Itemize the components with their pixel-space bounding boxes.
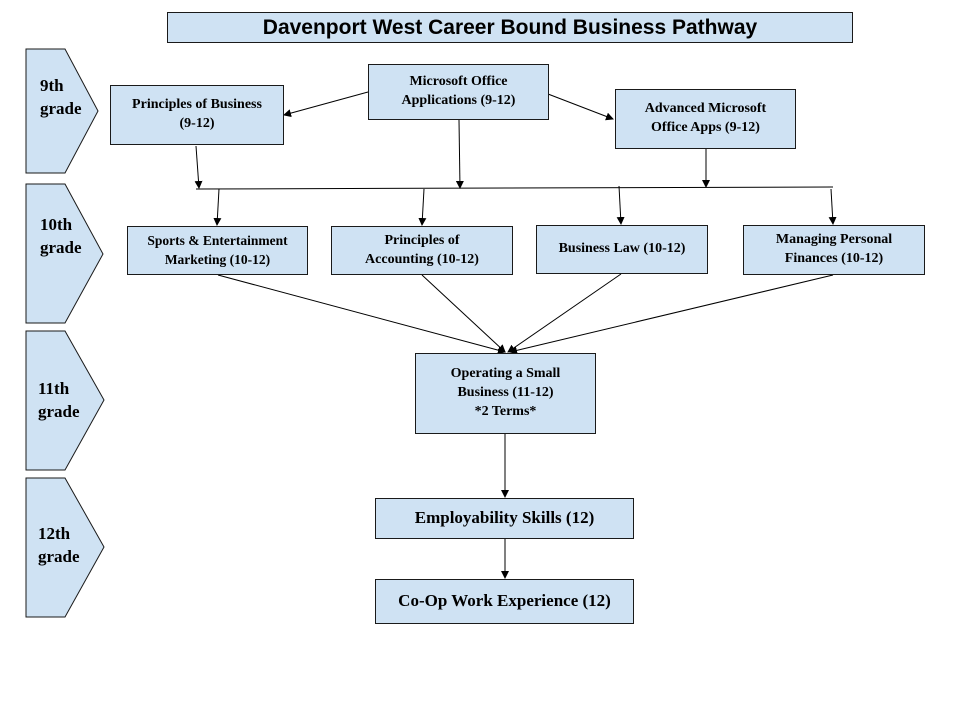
arrow-sports-marketing-to-small-business <box>217 274 506 355</box>
course-label: Sports & Entertainment Marketing (10-12) <box>147 233 288 267</box>
arrow-principles-accounting-to-small-business <box>421 274 506 353</box>
course-principles-of-accounting: Principles of Accounting (10-12) <box>331 226 513 275</box>
arrow-bus-to-business-law <box>616 185 625 225</box>
course-sports-entertainment-marketing: Sports & Entertainment Marketing (10-12) <box>127 226 308 275</box>
course-label: Advanced Microsoft Office Apps (9-12) <box>644 101 767 135</box>
grade-9-to-10-bus <box>195 186 834 190</box>
course-managing-personal-finances: Managing Personal Finances (10-12) <box>743 225 925 275</box>
course-microsoft-office-applications: Microsoft Office Applications (9-12) <box>368 64 549 120</box>
grade-12-label: 12th grade <box>38 524 80 566</box>
course-operating-a-small-business: Operating a Small Business (11-12) *2 Te… <box>415 353 596 434</box>
course-principles-of-business: Principles of Business (9-12) <box>110 85 284 145</box>
page-title-text: Davenport West Career Bound Business Pat… <box>262 15 758 39</box>
arrow-msoffice-to-bus <box>455 119 464 189</box>
grade-12-chevron <box>25 477 105 618</box>
course-label: Operating a Small Business (11-12) *2 Te… <box>450 366 561 419</box>
arrow-personal-finances-to-small-business <box>509 274 834 355</box>
course-label: Principles of Business (9-12) <box>132 97 262 131</box>
course-advanced-microsoft-office-apps: Advanced Microsoft Office Apps (9-12) <box>615 89 796 149</box>
course-label: Business Law (10-12) <box>558 241 686 257</box>
grade-9-label: 9th grade <box>40 76 82 118</box>
course-label: Managing Personal Finances (10-12) <box>775 232 893 266</box>
course-label: Employability Skills (12) <box>414 508 595 528</box>
course-label: Microsoft Office Applications (9-12) <box>401 74 516 108</box>
arrow-bus-to-principles-accounting <box>418 188 427 226</box>
course-label: Principles of Accounting (10-12) <box>365 232 479 267</box>
course-employability-skills: Employability Skills (12) <box>375 498 634 539</box>
arrow-bus-to-sports-marketing <box>213 188 222 226</box>
arrow-bus-to-personal-finances <box>828 188 837 225</box>
arrow-msoffice-to-advanced-msoffice <box>547 93 614 121</box>
course-business-law: Business Law (10-12) <box>536 225 708 274</box>
grade-11-chevron <box>25 330 105 471</box>
grade-11-label: 11th grade <box>38 379 80 421</box>
grade-9-chevron <box>25 48 99 174</box>
arrow-msoffice-to-principles-business <box>283 91 369 118</box>
arrow-business-law-to-small-business <box>507 273 622 353</box>
course-co-op-work-experience: Co-Op Work Experience (12) <box>375 579 634 624</box>
page-title: Davenport West Career Bound Business Pat… <box>167 12 853 43</box>
grade-10-label: 10th grade <box>40 215 82 257</box>
course-label: Co-Op Work Experience (12) <box>398 591 611 611</box>
grade-10-chevron <box>25 183 104 324</box>
arrow-principles-business-to-bus <box>194 145 203 189</box>
